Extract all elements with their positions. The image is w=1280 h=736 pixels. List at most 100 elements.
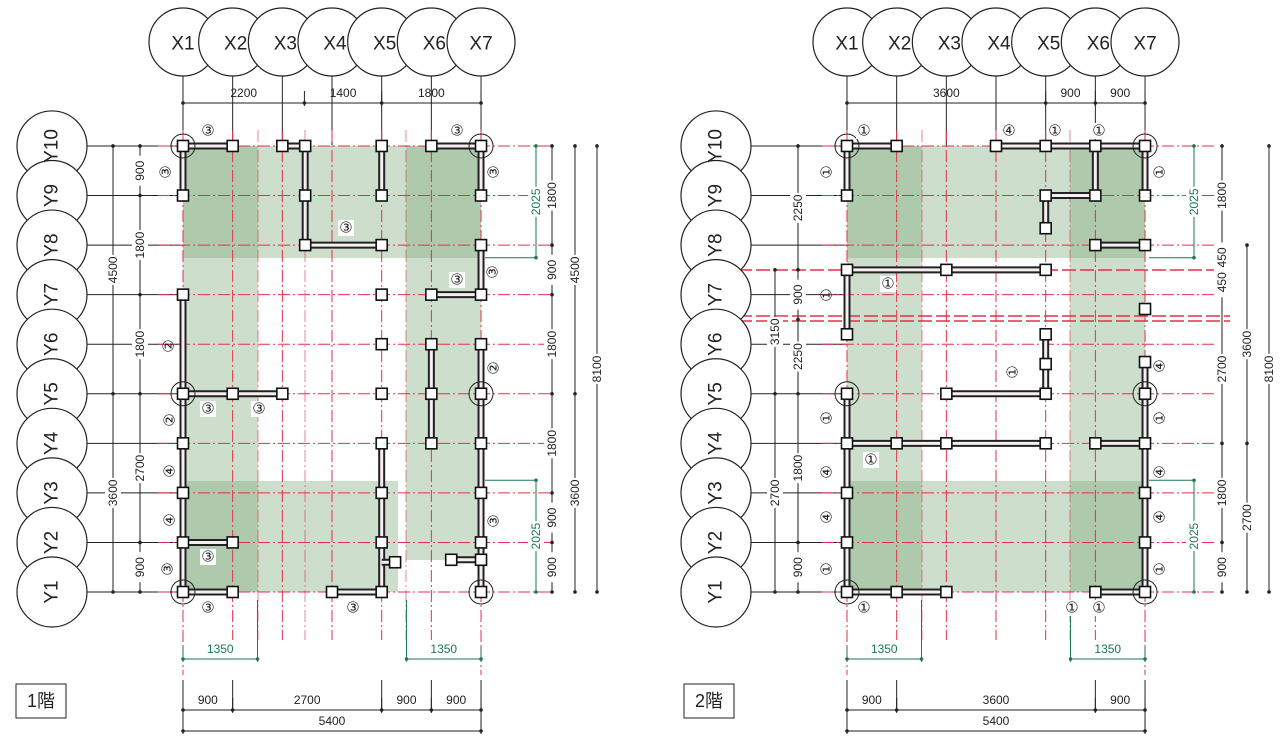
wall-type-label: ④ [819, 510, 836, 523]
floor-title-box [15, 683, 67, 719]
corner-ring [1132, 133, 1158, 159]
column-post [276, 139, 289, 153]
column-post [940, 585, 953, 599]
corner-ring [834, 381, 860, 407]
dimension-dot [1245, 441, 1249, 446]
corner-ring [468, 579, 494, 605]
column-post [1138, 387, 1152, 401]
wall-type-label: ③ [158, 165, 175, 178]
column-post [474, 189, 488, 202]
grid-label-y: Y4 [42, 431, 63, 455]
grid-label-x: X7 [1133, 34, 1156, 55]
dimension-label-bg [1261, 353, 1277, 384]
grid-label-x: X2 [224, 34, 247, 55]
grid-label-x: X7 [469, 34, 492, 55]
wall-type-label: ④ [162, 464, 179, 477]
wall-type-label: ① [1152, 165, 1169, 178]
dimension-label-bg [790, 279, 806, 310]
column-post [176, 486, 190, 500]
wall-type-label: ① [1152, 562, 1169, 575]
wall-type-label: ③ [486, 514, 503, 527]
column-post [375, 288, 388, 301]
dimension-dot [138, 292, 142, 297]
grid-label-y: Y1 [42, 580, 63, 603]
dimension-dot [894, 708, 899, 712]
dimension-label-bg [1214, 353, 1230, 384]
dimension-label: 1350 [1094, 642, 1121, 656]
column-post [1138, 139, 1152, 153]
dimension-dot [379, 708, 384, 712]
column-post [425, 437, 438, 450]
dimension-label-bg [105, 254, 121, 285]
wall-label-bg [880, 276, 896, 292]
column-post [474, 437, 488, 450]
dimension-dot [773, 590, 777, 594]
dimension-label-bg [790, 552, 806, 583]
dimension-dot [138, 590, 142, 594]
wall-type-label: ① [857, 123, 870, 140]
corner-ring [1132, 381, 1158, 407]
dimension-dot [773, 391, 777, 396]
dimension-label: 5400 [983, 714, 1010, 728]
dimension-dot [845, 657, 849, 661]
dimension-label: 3600 [568, 479, 582, 506]
column-post [176, 387, 190, 401]
dimension-label-bg [544, 180, 560, 211]
wall-type-label: ③ [339, 220, 352, 237]
dimension-dot [796, 268, 800, 272]
wall-label-bg [1091, 600, 1107, 616]
column-post [840, 437, 854, 450]
dimension-dot [1192, 590, 1196, 594]
shaded-zone [847, 146, 922, 592]
grid-label-y: Y1 [706, 580, 727, 603]
column-post [474, 288, 488, 301]
column-post [840, 263, 854, 277]
column-post [1089, 585, 1102, 599]
column-post [840, 189, 854, 202]
dimension-label-bg [132, 230, 148, 261]
dimension-dot [595, 590, 599, 594]
dimension-label-bg [544, 502, 560, 533]
dimension-label: 3150 [768, 318, 782, 345]
grid-label-x: X1 [171, 34, 194, 55]
column-post [1089, 238, 1102, 252]
dimension-label: 3600 [933, 86, 960, 100]
column-post [1039, 327, 1052, 341]
dimension-dot [845, 101, 849, 105]
shaded-zone [183, 146, 258, 592]
dimension-dot [429, 708, 434, 712]
column-post [375, 536, 388, 549]
dimension-label-bg [567, 477, 583, 508]
dimension-dot [550, 144, 554, 148]
wall-type-label: ① [819, 411, 836, 424]
wall-type-label: ③ [450, 123, 463, 140]
dimension-label: 2700 [1240, 504, 1254, 531]
column-post [940, 263, 953, 277]
wall-type-label: ③ [485, 265, 502, 278]
wall-label-bg [200, 549, 216, 565]
wall-type-label: ③ [201, 123, 214, 140]
column-post [176, 288, 190, 301]
wall-type-label: ④ [1152, 465, 1169, 478]
grid-bubble-x [1110, 7, 1180, 77]
wall-type-label: ① [1092, 123, 1105, 140]
grid-label-x: X3 [274, 34, 297, 55]
column-post [298, 139, 312, 153]
grid-bubble-x [446, 7, 516, 77]
column-post [425, 139, 438, 153]
column-post [375, 387, 388, 401]
wall-type-label: ③ [252, 401, 265, 418]
grid-label-y: Y10 [42, 129, 63, 163]
dimension-dot [138, 144, 142, 148]
dimension-dot [111, 144, 115, 148]
dimension-label: 900 [545, 507, 559, 527]
wall-type-label: ④ [1152, 359, 1169, 372]
wall-type-label: ④ [162, 513, 179, 526]
dimension-dot [573, 590, 577, 594]
column-post [840, 585, 854, 599]
column-post [474, 553, 488, 567]
dimension-dot [550, 590, 554, 594]
column-post [375, 585, 388, 599]
column-post [474, 585, 488, 599]
dimension-label: 900 [133, 160, 147, 180]
